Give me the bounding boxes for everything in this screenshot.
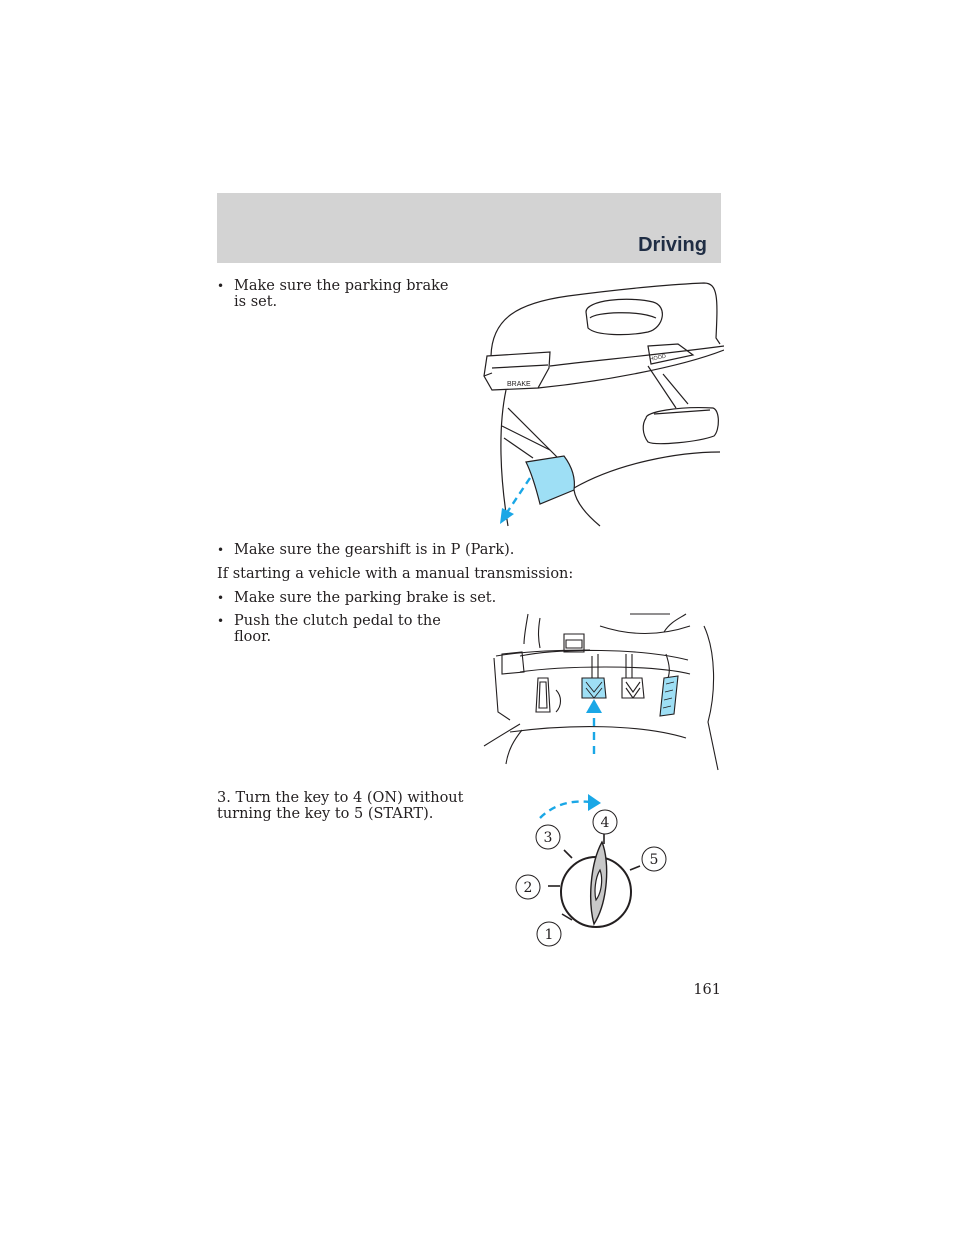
hood-label: HOOD <box>649 354 666 363</box>
parking-brake-illustration: BRAKE HOOD <box>483 282 724 527</box>
position-marker-4 <box>592 809 618 835</box>
manual-transmission-intro: If starting a vehicle with a manual tran… <box>217 566 574 582</box>
ignition-key-illustration: 1 2 3 4 5 <box>515 794 667 947</box>
position-label-3: 3 <box>544 830 553 846</box>
bullet-clutch-text: Push the clutch pedal to the floor. <box>234 613 441 645</box>
rotation-arrow <box>539 800 591 819</box>
position-marker-5 <box>641 846 667 872</box>
parking-brake-pedal-highlight <box>525 455 575 505</box>
position-marker-1 <box>536 921 562 947</box>
arrow-head-icon <box>500 508 514 524</box>
step-3-text: 3. Turn the key to 4 (ON) without turnin… <box>217 790 464 822</box>
bullet-symbol: • <box>217 614 225 628</box>
press-direction-arrow <box>505 477 531 515</box>
arrow-head-icon <box>586 699 602 713</box>
clutch-pedal-highlight <box>581 677 607 699</box>
position-label-4: 4 <box>601 815 610 831</box>
bullet-symbol: • <box>217 279 225 293</box>
bullet-parking-brake-text: Make sure the parking brake is set. <box>234 590 497 606</box>
arrow-head-icon <box>588 794 601 811</box>
bullet-parking-brake-text: Make sure the parking brake is set. <box>234 278 449 310</box>
bullet-symbol: • <box>217 543 225 557</box>
accelerator-pedal <box>659 675 679 717</box>
bullet-symbol: • <box>217 591 225 605</box>
bullet-gearshift-text: Make sure the gearshift is in P (Park). <box>234 542 515 558</box>
position-label-1: 1 <box>545 927 554 943</box>
brake-label: BRAKE <box>507 381 531 388</box>
clutch-pedal-illustration <box>483 613 719 771</box>
position-marker-3 <box>535 824 561 850</box>
position-marker-2 <box>515 874 541 900</box>
section-title: Driving <box>638 234 707 256</box>
page-number: 161 <box>693 982 721 998</box>
section-header-band: Driving <box>217 193 721 263</box>
position-label-5: 5 <box>650 852 659 868</box>
position-label-2: 2 <box>524 880 533 896</box>
